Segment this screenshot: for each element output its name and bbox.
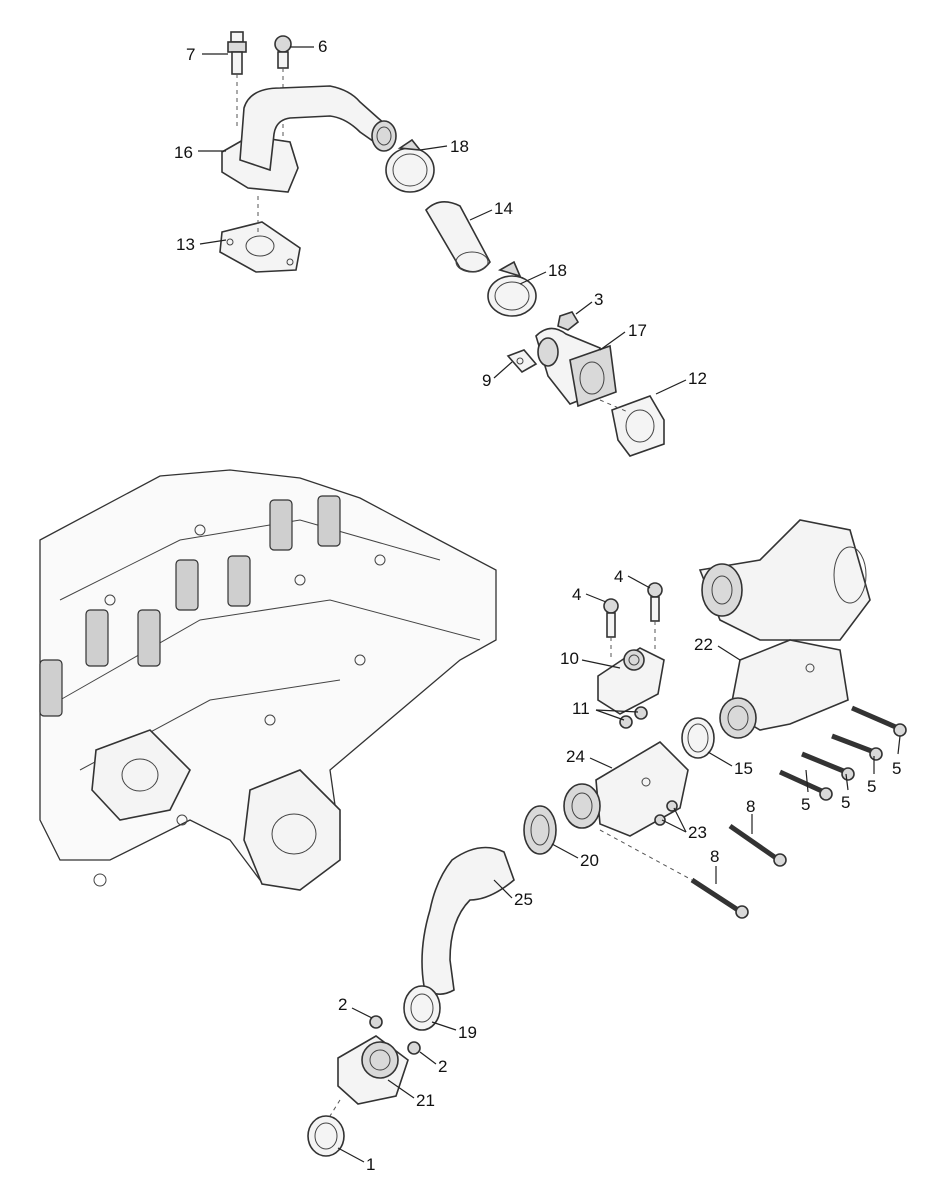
callout-24: 24 xyxy=(566,747,585,766)
callout-2-lower: 2 xyxy=(438,1057,447,1076)
callout-16: 16 xyxy=(174,143,193,162)
callout-17: 17 xyxy=(628,321,647,340)
callout-22: 22 xyxy=(694,635,713,654)
gasket-part-12 xyxy=(599,395,665,457)
callout-25: 25 xyxy=(514,890,533,909)
gasket-part-13 xyxy=(219,196,301,273)
callout-23: 23 xyxy=(688,823,707,842)
cylinder-head-engine xyxy=(39,469,497,891)
leader-lines xyxy=(198,46,901,1163)
washer-part-9 xyxy=(506,349,538,374)
hose-part-14 xyxy=(424,201,491,273)
bolt-part-4-left xyxy=(603,598,619,660)
bolt-part-4-right xyxy=(647,582,663,650)
o-ring-part-15 xyxy=(681,717,715,759)
callout-3: 3 xyxy=(594,290,603,309)
callout-19: 19 xyxy=(458,1023,477,1042)
callout-12: 12 xyxy=(688,369,707,388)
bolt-part-8-upper xyxy=(728,823,787,867)
bolt-part-8-lower xyxy=(599,829,749,919)
callout-14: 14 xyxy=(494,199,513,218)
callout-5-b: 5 xyxy=(841,793,850,812)
callout-6: 6 xyxy=(318,37,327,56)
nut-part-11 xyxy=(619,706,648,729)
nut-part-2 xyxy=(369,1015,421,1055)
callout-13: 13 xyxy=(176,235,195,254)
callout-4-left: 4 xyxy=(572,585,581,604)
callout-1: 1 xyxy=(366,1155,375,1174)
water-outlet-elbow-part-16 xyxy=(221,85,397,193)
bolts-part-5 xyxy=(778,705,907,801)
stud-bolt-part-7 xyxy=(227,31,247,130)
callout-5-a: 5 xyxy=(801,795,810,814)
water-pump-housing-part-22 xyxy=(719,639,849,739)
callout-labels: 7 6 16 18 14 13 18 3 17 9 12 4 4 10 22 1… xyxy=(174,37,901,1174)
callout-18-upper: 18 xyxy=(450,137,469,156)
hose-clamp-part-18-lower xyxy=(487,260,537,317)
hose-clamp-part-18-upper xyxy=(385,138,435,193)
thermostat-housing-upper xyxy=(698,519,871,641)
callout-18-lower: 18 xyxy=(548,261,567,280)
callout-9: 9 xyxy=(482,371,491,390)
callout-5-d: 5 xyxy=(892,759,901,778)
callout-2-upper: 2 xyxy=(338,995,347,1014)
pipe-connector-part-17 xyxy=(535,327,617,408)
callout-7: 7 xyxy=(186,45,195,64)
thermostat-cover-part-24 xyxy=(563,740,689,837)
hose-part-25 xyxy=(421,846,515,995)
callout-11: 11 xyxy=(572,699,590,718)
callout-20: 20 xyxy=(580,851,599,870)
callout-15: 15 xyxy=(734,759,753,778)
callout-8-upper: 8 xyxy=(746,797,755,816)
clamp-part-20 xyxy=(523,805,557,855)
callout-21: 21 xyxy=(416,1091,435,1110)
o-ring-part-1 xyxy=(307,1099,345,1157)
callout-10: 10 xyxy=(560,649,579,668)
water-inlet-pipe-part-21 xyxy=(337,1035,409,1105)
callout-5-c: 5 xyxy=(867,777,876,796)
callout-8-lower: 8 xyxy=(710,847,719,866)
nut-part-3 xyxy=(557,311,580,331)
callout-4-right: 4 xyxy=(614,567,623,586)
hose-clamp-part-19 xyxy=(403,985,441,1031)
sensor-bracket-part-10 xyxy=(597,647,665,715)
